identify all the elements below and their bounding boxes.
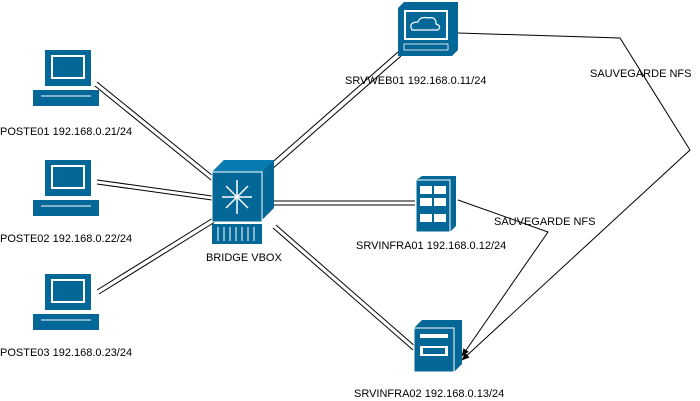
nfs-backup-arrow-infra01 [457,199,549,357]
web-server-monitor-icon[interactable] [398,2,458,56]
nfs-backup-arrow-web [457,32,691,361]
link-bridge-srvinfra01 [273,200,415,206]
workstation-icon[interactable] [33,50,99,106]
node-label-srvweb01: SRVWEB01 192.168.0.11/24 [345,75,487,87]
server-rack-icon[interactable] [415,176,456,233]
server-tower-icon[interactable] [413,320,462,373]
link-bridge-srvinfra02 [272,224,417,351]
link-bridge-srvweb01 [267,51,402,171]
workstation-icon[interactable] [33,274,99,330]
edge-label-nfs-backup-web: SAUVEGARDE NFS [590,68,692,80]
link-poste02-bridge [96,179,213,201]
link-poste03-bridge [96,217,216,295]
workstation-icon[interactable] [33,160,99,216]
node-label-poste03: POSTE03 192.168.0.23/24 [0,347,133,359]
node-label-srvinfra01: SRVINFRA01 192.168.0.12/24 [356,240,507,252]
node-label-poste02: POSTE02 192.168.0.22/24 [0,233,133,245]
edge-label-nfs-backup-infra01: SAUVEGARDE NFS [494,216,596,228]
link-poste01-bridge [94,81,214,181]
switch-icon[interactable] [211,160,274,244]
node-label-srvinfra02: SRVINFRA02 192.168.0.13/24 [354,388,505,400]
node-label-bridge: BRIDGE VBOX [206,252,282,264]
node-label-poste01: POSTE01 192.168.0.21/24 [0,126,133,138]
